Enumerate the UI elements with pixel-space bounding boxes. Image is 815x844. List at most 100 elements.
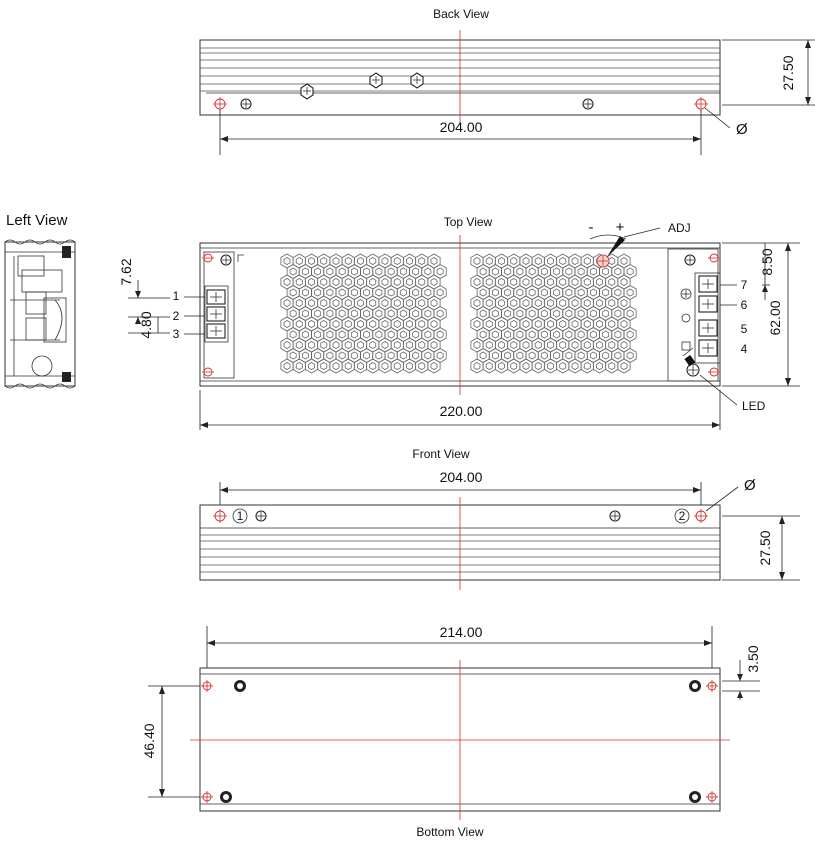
vent-hex [540,309,548,318]
vent-hex [608,362,616,370]
vent-hex [504,309,512,318]
vent-hex [547,362,554,370]
vent-hex [498,320,505,328]
vent-hex [357,320,364,328]
vent-hex [418,362,426,370]
bottom-span-label: 46.40 [141,723,157,758]
vent-hex [504,330,512,339]
vent-hex [510,278,518,286]
svg-text:2: 2 [679,509,686,523]
vent-hex [522,278,530,286]
vent-hex [583,299,591,307]
vent-hex [283,299,291,307]
vent-hex [589,351,597,360]
front-height-label: 27.50 [757,530,773,565]
front-view: Front View 204.00 1 2 Ø [199,447,800,590]
vent-hex [430,278,438,286]
vent-hex [626,351,634,360]
vent-hex [565,309,573,318]
vent-hex [614,288,622,297]
vent-hex [547,257,554,265]
vent-hex [344,362,352,370]
vent-hex [626,267,634,276]
vent-hex [473,362,481,370]
vent-hex [553,288,561,297]
vent-hex [283,278,291,286]
vent-hex [534,257,542,265]
vent-hex [626,330,634,339]
vent-hex [485,278,493,286]
vent-hex [608,341,616,349]
vent-hex [424,267,432,276]
bottom-view-title: Bottom View [416,825,483,839]
vent-hex [326,330,334,339]
left-view-block-bottom [62,372,71,382]
vent-hex [559,362,567,370]
vent-hex [289,330,297,339]
vent-hex [387,288,395,297]
vent-hex [485,299,493,307]
vent-hex [491,330,499,339]
vent-hex [473,341,481,349]
vent-hex [491,309,499,318]
vent-hex [565,267,573,276]
vent-hex [553,351,561,360]
vent-hex [289,309,297,318]
vent-hex [375,288,383,297]
vent-hex [283,320,291,328]
bottom-view: 214.00 46.40 3.50 Bottom Vi [141,624,761,839]
vent-hex [430,299,438,307]
top-width-label: 62.00 [767,300,783,335]
vent-hex [583,278,591,286]
vent-hex [589,267,597,276]
vent-hex [510,341,518,349]
vent-hex [620,341,628,349]
top-offset-label: 8.50 [759,248,775,275]
vent-hex [406,362,413,370]
vent-hex [473,278,481,286]
vent-hex [399,288,407,297]
vent-hex [295,278,303,286]
vent-hex [326,351,334,360]
pitch-b-label: 4.80 [138,311,154,338]
vent-hex [602,288,610,297]
vent-hex [320,362,328,370]
vent-hex [510,362,518,370]
vent-hex [522,320,530,328]
vent-hex [596,320,603,328]
vent-hex [614,267,622,276]
vent-hex [320,278,328,286]
vent-hex [577,288,585,297]
front-hole-marker-2: 2 [674,508,690,524]
vent-hex [399,309,407,318]
vent-hex [283,362,291,370]
vent-hex [589,309,597,318]
vent-hex [516,351,524,360]
vent-hex [436,330,444,339]
vent-hex [547,278,554,286]
vent-hex [314,309,322,318]
vent-hex [596,362,603,370]
vent-hex [534,320,542,328]
right-terminal-numbers: 7 6 5 4 [720,278,748,356]
vent-hex [473,257,481,265]
vent-hex [357,278,364,286]
vent-hex [516,330,524,339]
terminal-label-2: 2 [173,309,180,323]
vent-hex [350,288,358,297]
vent-hex [528,351,536,360]
vent-hex [375,309,383,318]
svg-text:1: 1 [237,509,244,523]
vent-hex [571,299,579,307]
vent-hex [412,351,420,360]
vent-hex [393,362,401,370]
vent-hex [547,320,554,328]
vent-hex [344,320,352,328]
vent-hex [498,362,505,370]
back-width-label: 204.00 [440,119,483,135]
vent-hex [498,299,505,307]
vent-hex [608,299,616,307]
vent-hex [614,351,622,360]
front-width-label: 204.00 [440,469,483,485]
vent-hex [602,267,610,276]
